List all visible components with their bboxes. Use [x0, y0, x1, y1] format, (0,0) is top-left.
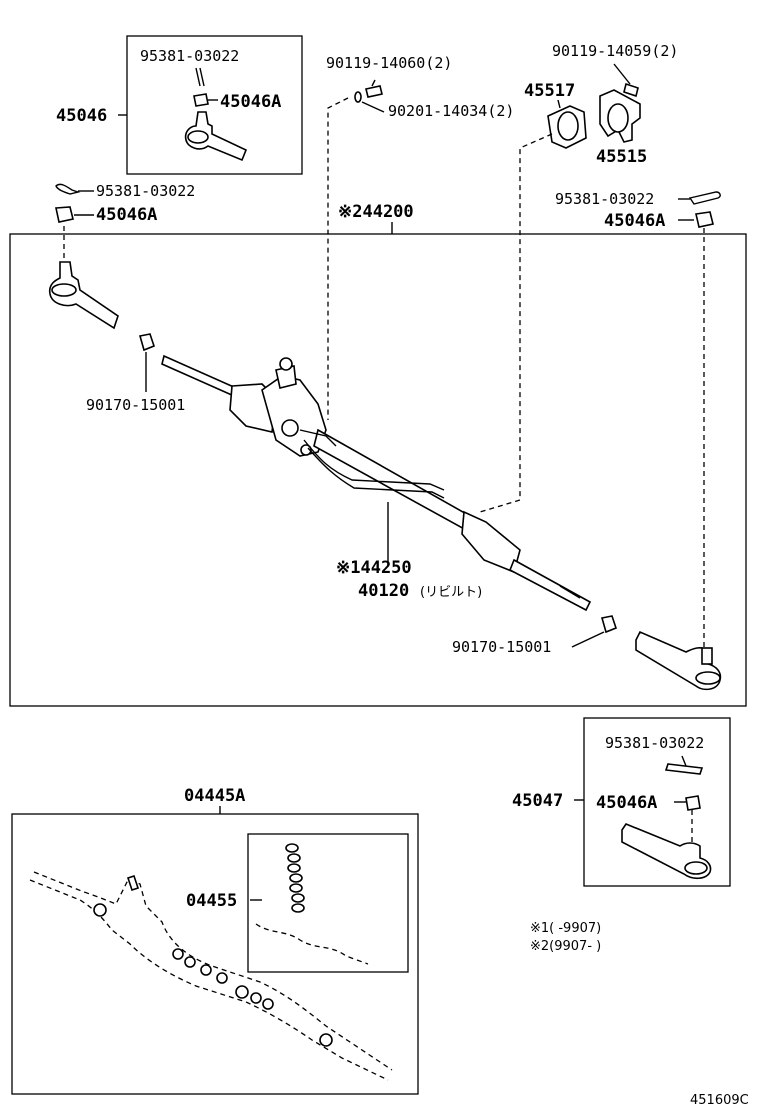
- cotter-pin-icon: [664, 763, 704, 775]
- label-90201-14034[interactable]: 90201-14034(2): [388, 102, 514, 120]
- notes: ※1( -9907) ※2(9907- ): [530, 921, 601, 954]
- tie-rod-end-icon: [48, 261, 119, 330]
- tie-rod-end-icon: [621, 823, 712, 880]
- label-45046A-right[interactable]: 45046A: [604, 211, 665, 231]
- seal-kit-icon: [255, 843, 369, 965]
- steering-rack-icon: [161, 354, 592, 612]
- label-90170-right[interactable]: 90170-15001: [452, 638, 551, 656]
- label-04455[interactable]: 04455: [186, 891, 237, 911]
- label-04445A[interactable]: 04445A: [184, 786, 245, 806]
- washer-icon: [354, 91, 362, 103]
- label-44250[interactable]: ※144250: [336, 558, 412, 578]
- label-95381-botbox[interactable]: 95381-03022: [605, 734, 704, 752]
- bracket-icon: [599, 89, 641, 143]
- label-95381-topbox[interactable]: 95381-03022: [140, 47, 239, 65]
- label-90119-14059[interactable]: 90119-14059(2): [552, 42, 678, 60]
- nut-icon: [695, 211, 714, 228]
- nut-icon: [685, 795, 701, 811]
- label-90119-14060[interactable]: 90119-14060(2): [326, 54, 452, 72]
- rack-housing-icon: [29, 871, 393, 1081]
- bolt-icon: [623, 82, 639, 98]
- left-pin-group: 95381-03022 45046A: [55, 182, 195, 225]
- nut-icon: [138, 333, 155, 352]
- label-45515[interactable]: 45515: [596, 147, 647, 167]
- label-95381-left[interactable]: 95381-03022: [96, 182, 195, 200]
- label-45046A-botbox[interactable]: 45046A: [596, 793, 657, 813]
- cotter-pin-icon: [195, 67, 205, 87]
- label-45517[interactable]: 45517: [524, 81, 575, 101]
- label-45046A-topbox[interactable]: 45046A: [220, 92, 281, 112]
- right-pin-group: 95381-03022 45046A: [555, 190, 721, 231]
- reference-code[interactable]: 451609C: [690, 1093, 749, 1108]
- box-44200: ※244200 90170-15001: [9, 202, 747, 707]
- nut-icon: [600, 615, 617, 634]
- box-04445A: 04445A 04455: [11, 786, 419, 1095]
- box-45047: 45047 95381-03022 45046A: [512, 717, 731, 887]
- note-1[interactable]: ※1( -9907): [530, 921, 601, 936]
- bracket-group: 45517 90119-14059(2) 45515: [479, 42, 678, 513]
- tie-rod-end-icon: [184, 111, 248, 162]
- note-2[interactable]: ※2(9907- ): [530, 939, 601, 954]
- label-45047[interactable]: 45047: [512, 791, 563, 811]
- label-90170-left[interactable]: 90170-15001: [86, 396, 185, 414]
- bolt-group: 90119-14060(2) 90201-14034(2): [326, 54, 514, 420]
- label-40120[interactable]: 40120: [358, 581, 409, 601]
- cotter-pin-icon: [55, 183, 81, 195]
- nut-icon: [55, 206, 74, 223]
- box-45046: 45046 95381-03022 45046A: [56, 35, 303, 175]
- nut-icon: [193, 93, 218, 107]
- tie-rod-end-icon: [635, 630, 722, 691]
- label-44200[interactable]: ※244200: [338, 202, 414, 222]
- bolt-icon: [365, 79, 383, 98]
- label-45046[interactable]: 45046: [56, 106, 107, 126]
- label-45046A-left[interactable]: 45046A: [96, 205, 157, 225]
- label-40120-note[interactable]: (リビルト): [420, 585, 482, 600]
- bushing-icon: [547, 105, 587, 149]
- label-95381-right[interactable]: 95381-03022: [555, 190, 654, 208]
- cotter-pin-icon: [688, 191, 721, 205]
